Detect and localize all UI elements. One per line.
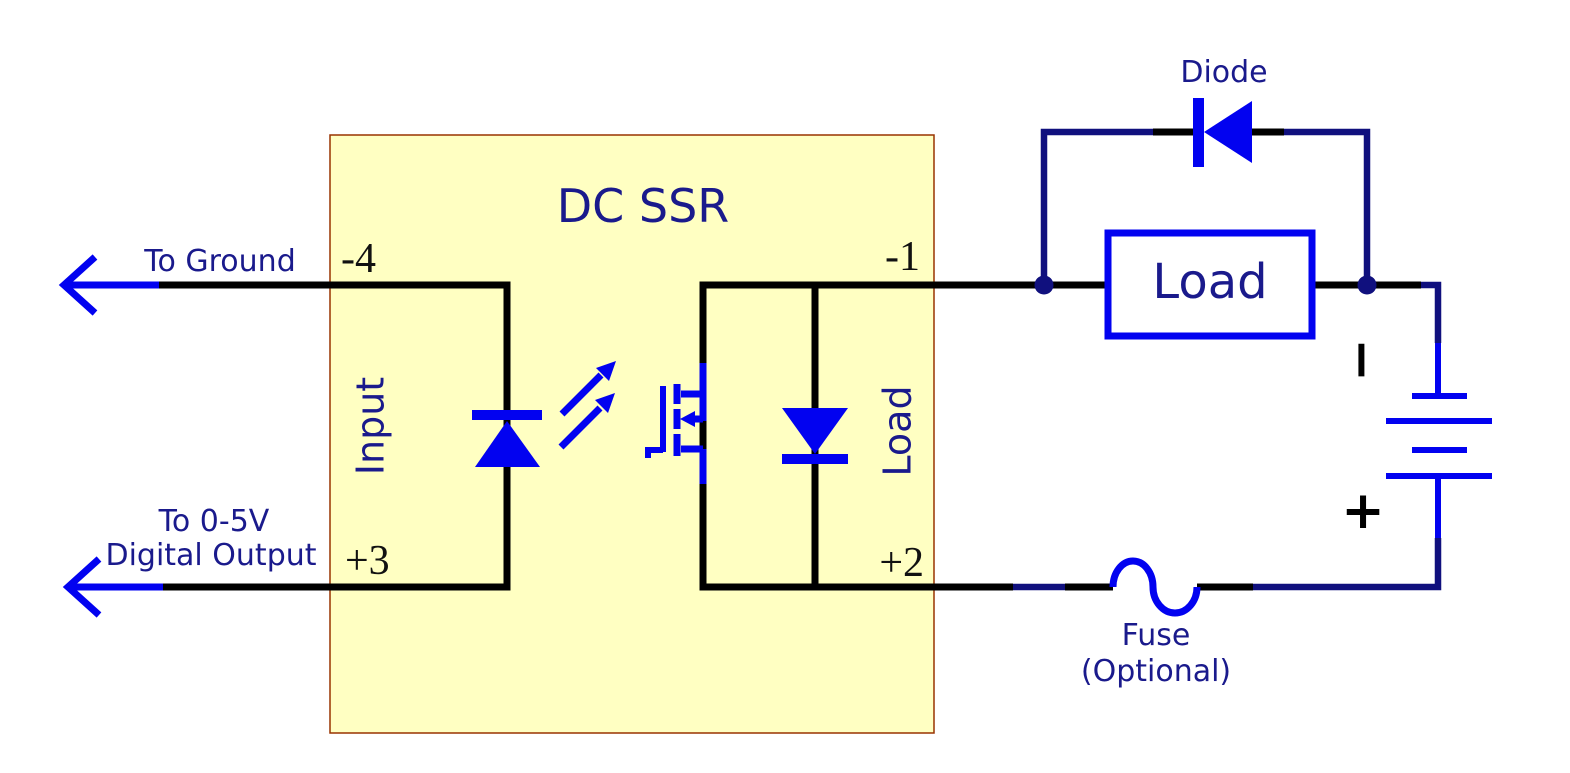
flyback-diode-triangle [1204, 101, 1252, 163]
flyback-diode-cathode-bar [1193, 98, 1204, 167]
led-triangle [475, 421, 540, 467]
light-arrow-shaft [558, 405, 603, 450]
output-diode-triangle [782, 408, 848, 454]
pin-label-pos3: +3 [345, 538, 390, 584]
fuse-optional-label: (Optional) [1081, 654, 1231, 689]
pin-label-neg1: -1 [885, 234, 920, 280]
ssr-body-box [329, 134, 935, 734]
left-arrow-icon [58, 254, 98, 316]
battery-symbol [1386, 343, 1492, 538]
fuse-label: Fuse [1122, 618, 1191, 653]
junction-dot [1357, 275, 1377, 295]
wires-navy [1013, 128, 1442, 591]
left-arrow-icon [62, 556, 102, 618]
led-symbol [472, 361, 616, 467]
pin-label-neg4: -4 [341, 236, 376, 282]
ssr-title: DC SSR [557, 179, 730, 233]
wire-battery-top-corner [1421, 281, 1442, 343]
light-arrow-head [595, 393, 615, 413]
light-emission-arrows-icon [558, 361, 616, 450]
pin-label-pos2: +2 [879, 540, 924, 586]
mosfet-body-arrow [680, 411, 695, 427]
digital-output-arrow [62, 556, 163, 618]
output-side-label: Load [875, 385, 919, 476]
digital-output-label-line2: Digital Output [105, 538, 316, 573]
flyback-diode-symbol [1193, 98, 1252, 167]
load-box-label: Load [1152, 254, 1267, 310]
battery-minus-sign: − [1332, 338, 1392, 382]
wire-flyback-left [1040, 128, 1153, 285]
fuse-symbol [1109, 557, 1201, 617]
load-box [1104, 229, 1316, 340]
output-diode-symbol [782, 408, 848, 464]
output-diode-cathode-bar [782, 454, 848, 464]
light-arrow-head [596, 361, 616, 381]
light-arrow-shaft [559, 372, 604, 417]
battery-plus-sign: + [1341, 481, 1385, 541]
junction-dot [1034, 275, 1054, 295]
digital-output-label-line1: To 0-5V [158, 504, 270, 539]
wires-black [157, 128, 1421, 591]
mosfet-gate-lead [645, 447, 663, 458]
to-ground-label: To Ground [143, 244, 295, 279]
input-side-label: Input [348, 377, 392, 475]
mosfet-symbol [645, 363, 707, 484]
led-cathode-bar [472, 410, 542, 420]
wire-flyback-right [1284, 128, 1371, 285]
wire-battery-bottom-corner [1253, 538, 1442, 591]
ground-arrow [58, 254, 159, 316]
diode-label: Diode [1180, 55, 1267, 90]
